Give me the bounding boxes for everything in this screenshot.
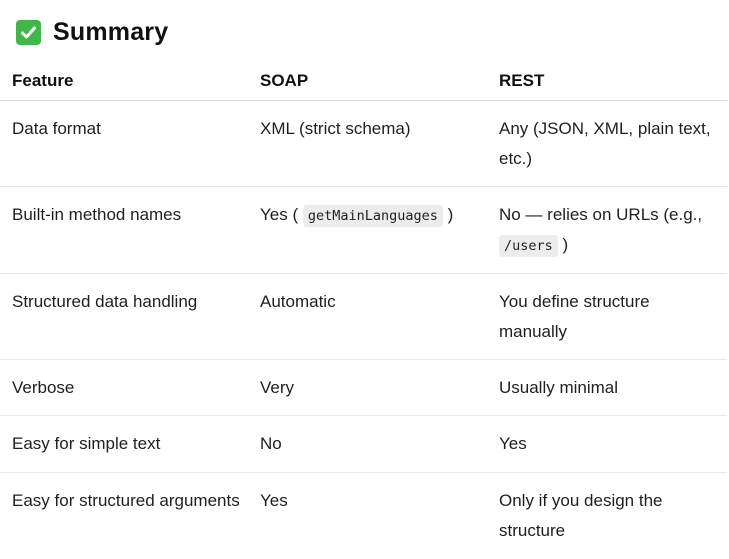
- soap-cell: Very: [260, 378, 295, 397]
- feature-cell: Easy for simple text: [12, 434, 161, 453]
- table-row: Built-in method names Yes ( getMainLangu…: [0, 187, 727, 274]
- soap-cell: Automatic: [260, 292, 336, 311]
- page-title: Summary: [53, 17, 169, 46]
- feature-cell: Structured data handling: [12, 292, 198, 311]
- soap-text-prefix: Yes (: [260, 205, 299, 224]
- rest-cell: Any (JSON, XML, plain text, etc.): [499, 119, 711, 168]
- inline-code: /users: [499, 235, 558, 257]
- summary-heading: Summary: [16, 14, 168, 50]
- column-header-rest: REST: [499, 71, 545, 90]
- rest-cell: Only if you design the structure: [499, 491, 663, 540]
- soap-cell: Yes: [260, 491, 288, 510]
- soap-cell: No: [260, 434, 282, 453]
- feature-cell: Built-in method names: [12, 205, 182, 224]
- feature-cell: Verbose: [12, 378, 75, 397]
- soap-text-suffix: ): [447, 205, 454, 224]
- rest-cell: You define structure manually: [499, 292, 650, 341]
- table-header-row: Feature SOAP REST: [0, 61, 727, 101]
- table-row: Easy for simple text No Yes: [0, 416, 727, 473]
- table-row: Structured data handling Automatic You d…: [0, 274, 727, 360]
- soap-cell: Yes ( getMainLanguages ): [260, 200, 480, 231]
- rest-cell: No — relies on URLs (e.g., /users ): [499, 200, 721, 261]
- table-row: Easy for structured arguments Yes Only i…: [0, 473, 727, 559]
- table-row: Data format XML (strict schema) Any (JSO…: [0, 101, 727, 187]
- feature-cell: Easy for structured arguments: [12, 491, 240, 510]
- comparison-table: Feature SOAP REST Data format XML (stric…: [0, 61, 727, 559]
- feature-cell: Data format: [12, 119, 101, 138]
- soap-cell: XML (strict schema): [260, 119, 411, 138]
- table-row: Verbose Very Usually minimal: [0, 360, 727, 416]
- rest-cell: Yes: [499, 434, 527, 453]
- column-header-soap: SOAP: [260, 71, 309, 90]
- rest-text-suffix: ): [562, 235, 569, 254]
- inline-code: getMainLanguages: [302, 205, 443, 227]
- rest-text-prefix: No — relies on URLs (e.g.,: [499, 205, 703, 224]
- column-header-feature: Feature: [12, 71, 74, 90]
- rest-cell: Usually minimal: [499, 378, 619, 397]
- check-mark-button-icon: [16, 19, 41, 45]
